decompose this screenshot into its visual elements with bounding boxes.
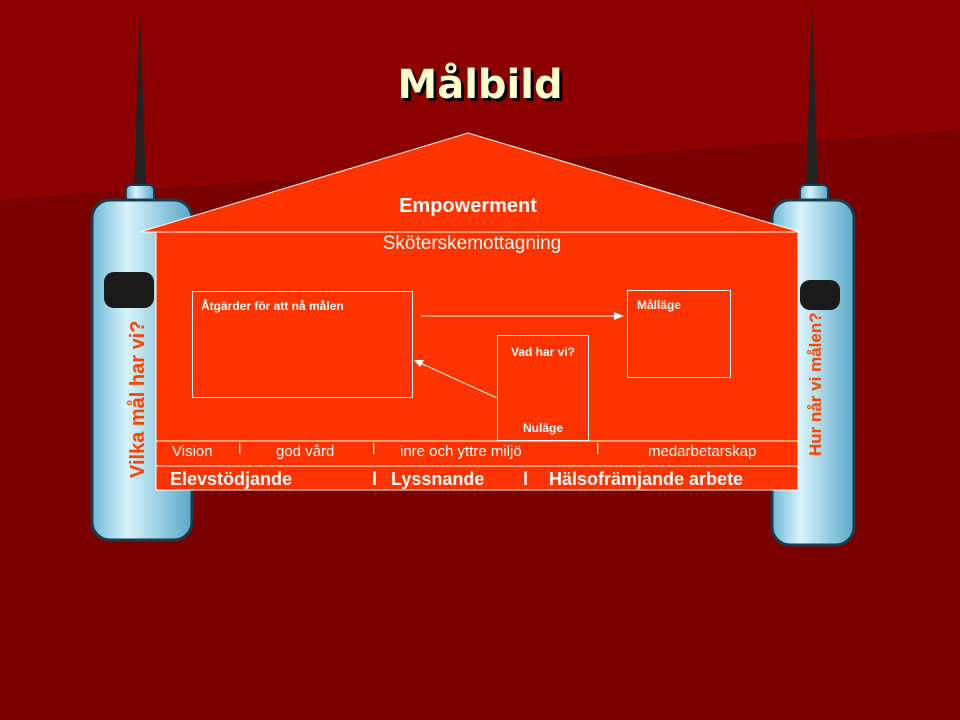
house-header: Sköterskemottagning (382, 233, 562, 254)
value-miljo: inre och yttre miljö (400, 443, 522, 460)
atgarder-box: Åtgärder för att nå målen (192, 291, 413, 398)
left-needle (134, 8, 146, 190)
mallage-box: Målläge (627, 290, 731, 378)
background-band (0, 0, 960, 200)
foundation-row: Elevstödjande l Lyssnande l Hälsofrämjan… (156, 469, 798, 491)
arrow-to-atgarder (417, 361, 498, 399)
value-medarbetarskap: medarbetarskap (648, 443, 757, 460)
mallage-label: Målläge (637, 298, 682, 312)
nulage-box: Vad har vi? Nuläge (497, 335, 589, 441)
right-syringe-label: Hur når vi målen? (806, 312, 825, 456)
foundation-separator: l (372, 469, 378, 489)
values-row: Vision l god vård l inre och yttre miljö… (156, 441, 798, 465)
right-plunger-band (800, 280, 840, 310)
left-syringe-label: Vilka mål har vi? (127, 320, 149, 479)
value-separator: l (372, 441, 376, 458)
arrow-to-malllage-head (614, 312, 624, 320)
value-separator: l (596, 441, 600, 458)
roof-label: Empowerment (399, 195, 537, 217)
house-body (155, 231, 799, 491)
foundation-halsoframjande: Hälsofrämjande arbete (549, 469, 744, 489)
foundation-lyssnande: Lyssnande (391, 469, 485, 489)
foundation-elevstodjande: Elevstödjande (170, 469, 293, 489)
arrow-to-atgarder-head (414, 360, 424, 367)
nulage-label: Nuläge (522, 421, 563, 435)
foundation-separator: l (523, 469, 529, 489)
value-vision: Vision (172, 443, 213, 460)
slide-title: Målbild (397, 62, 563, 108)
value-separator: l (238, 441, 242, 458)
vad-har-vi-label: Vad har vi? (510, 345, 576, 359)
left-plunger-band (104, 272, 154, 308)
value-god-vard: god vård (276, 443, 335, 460)
right-needle (806, 4, 818, 190)
atgarder-label: Åtgärder för att nå målen (201, 299, 344, 313)
